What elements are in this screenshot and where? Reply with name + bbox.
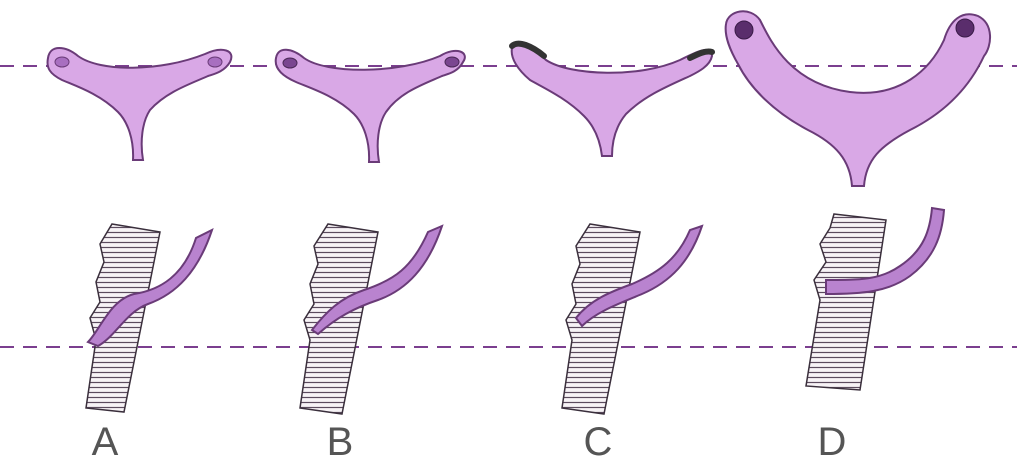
panel-label-a: A [75,422,135,462]
panel-label-c: C [568,422,628,462]
panel-label-d: D [802,422,862,462]
cross-section-d [726,11,990,186]
cross-section-a [48,48,232,160]
longitudinal-section-a [86,224,212,412]
longitudinal-section-b [300,224,442,414]
cross-section-c [512,44,712,156]
longitudinal-section-c [562,224,702,414]
panel-label-b: B [310,422,370,462]
longitudinal-section-d [806,208,944,390]
